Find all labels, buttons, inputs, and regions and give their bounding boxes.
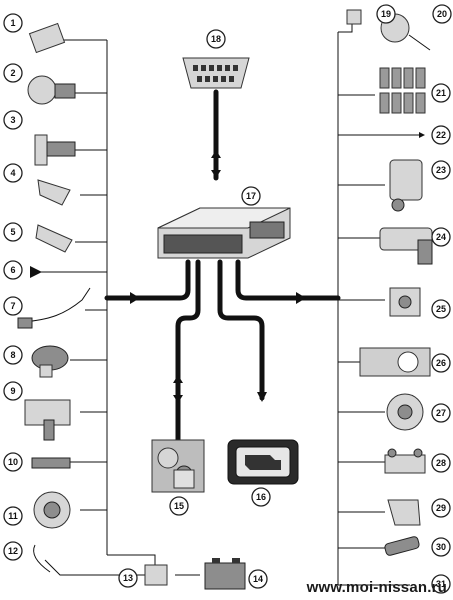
callout-17: 17	[241, 186, 261, 206]
callout-25: 25	[431, 299, 451, 319]
callout-2: 2	[3, 63, 23, 83]
svg-text:13: 13	[123, 573, 133, 583]
callout-22: 22	[431, 125, 451, 145]
watermark: www.moi-nissan.ru	[306, 579, 447, 596]
svg-text:26: 26	[436, 358, 446, 368]
svg-text:21: 21	[436, 88, 446, 98]
svg-text:22: 22	[436, 130, 446, 140]
idle-actuator-box	[151, 439, 205, 493]
callout-29: 29	[431, 498, 451, 518]
callout-18: 18	[206, 29, 226, 49]
callout-9: 9	[3, 381, 23, 401]
right-components	[346, 9, 433, 556]
svg-text:10: 10	[8, 457, 18, 467]
svg-text:31: 31	[436, 579, 446, 589]
callout-20: 20	[432, 4, 452, 24]
relay-and-battery	[144, 558, 246, 590]
left-wire-bus	[40, 39, 200, 576]
callout-3: 3	[3, 110, 23, 130]
callout-27: 27	[431, 403, 451, 423]
svg-text:18: 18	[211, 34, 221, 44]
svg-text:6: 6	[10, 265, 15, 275]
callout-19: 19	[376, 4, 396, 24]
svg-text:12: 12	[8, 546, 18, 556]
svg-text:3: 3	[10, 115, 15, 125]
callout-12: 12	[3, 541, 23, 561]
svg-text:4: 4	[10, 168, 15, 178]
callout-28: 28	[431, 453, 451, 473]
callout-11: 11	[3, 506, 23, 526]
diagnostic-connector	[182, 57, 250, 89]
svg-text:15: 15	[174, 501, 184, 511]
callout-4: 4	[3, 163, 23, 183]
signal-paths	[30, 89, 341, 443]
svg-text:9: 9	[10, 386, 15, 396]
right-wire-bus	[337, 18, 425, 586]
callout-21: 21	[431, 83, 451, 103]
svg-text:7: 7	[10, 301, 15, 311]
svg-text:5: 5	[10, 227, 15, 237]
svg-text:8: 8	[10, 350, 15, 360]
svg-text:19: 19	[381, 9, 391, 19]
callout-30: 30	[431, 537, 451, 557]
callout-13: 13	[118, 568, 138, 588]
svg-text:20: 20	[437, 9, 447, 19]
svg-text:25: 25	[436, 304, 446, 314]
svg-text:11: 11	[8, 511, 18, 521]
callout-23: 23	[431, 160, 451, 180]
svg-text:16: 16	[256, 492, 266, 502]
callout-10: 10	[3, 452, 23, 472]
callout-31: 31	[431, 574, 451, 594]
svg-text:24: 24	[436, 232, 446, 242]
callout-14: 14	[248, 569, 268, 589]
callout-15: 15	[169, 496, 189, 516]
svg-text:23: 23	[436, 165, 446, 175]
check-engine-lamp	[227, 439, 299, 485]
left-sensors	[17, 22, 91, 573]
svg-text:27: 27	[436, 408, 446, 418]
callout-7: 7	[3, 296, 23, 316]
svg-text:29: 29	[436, 503, 446, 513]
svg-text:14: 14	[253, 574, 263, 584]
svg-text:17: 17	[246, 191, 256, 201]
callout-26: 26	[431, 353, 451, 373]
svg-text:30: 30	[436, 542, 446, 552]
callout-6: 6	[3, 260, 23, 280]
callout-5: 5	[3, 222, 23, 242]
ecu-module	[157, 207, 291, 259]
callout-8: 8	[3, 345, 23, 365]
svg-text:28: 28	[436, 458, 446, 468]
callout-24: 24	[431, 227, 451, 247]
callout-16: 16	[251, 487, 271, 507]
svg-text:2: 2	[10, 68, 15, 78]
callout-1: 1	[3, 13, 23, 33]
svg-text:1: 1	[10, 18, 15, 28]
